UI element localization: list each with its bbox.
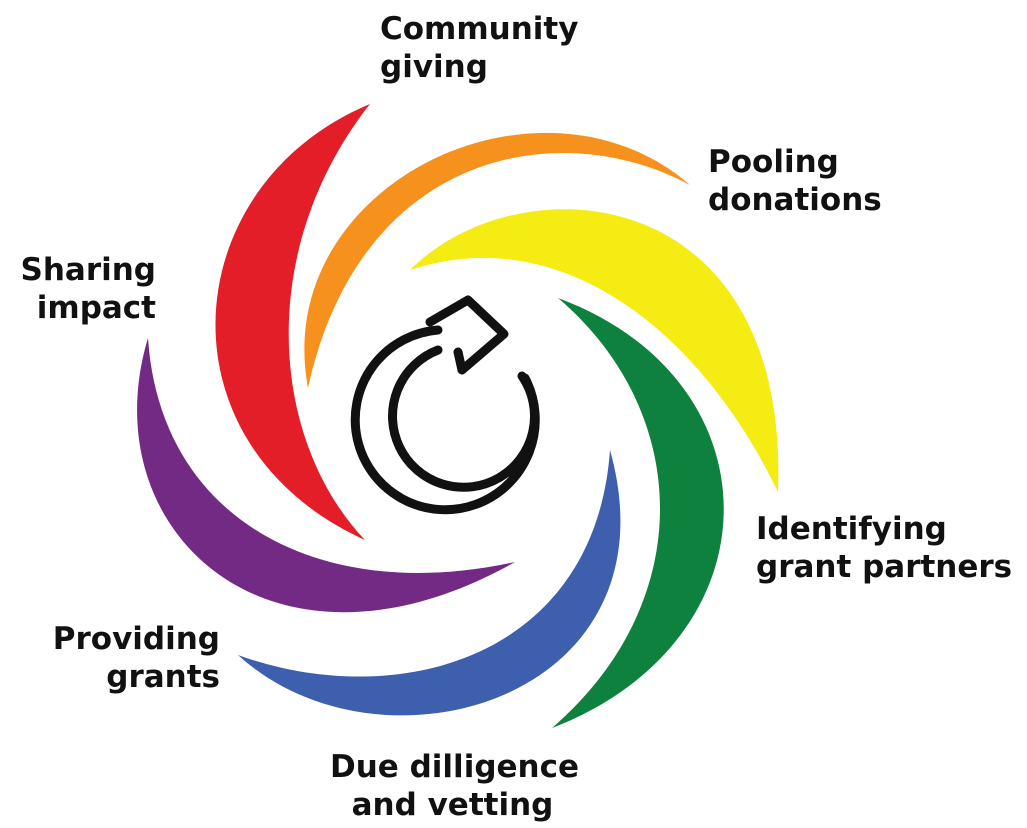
label-sharing-impact: Sharing impact: [20, 251, 157, 327]
label-community-giving-line1: Community: [380, 11, 579, 47]
blade-community-giving: [304, 132, 690, 388]
blade-identifying-grant-partners: [552, 298, 724, 728]
label-community-giving-line2: giving: [380, 49, 488, 85]
blade-due-diligence: [238, 450, 621, 716]
label-providing-grants-line2: grants: [106, 659, 220, 695]
label-community-giving: Community giving: [380, 10, 578, 86]
label-due-diligence-line2: and vetting: [351, 787, 554, 823]
label-due-diligence: Due dilligence and vetting: [330, 748, 579, 824]
blade-pooling-donations: [410, 209, 779, 492]
label-sharing-impact-line2: impact: [36, 290, 156, 326]
refresh-cycle-icon: [350, 295, 540, 515]
label-identifying-grant-partners-line1: Identifying: [756, 511, 947, 547]
label-pooling-donations-line1: Pooling: [708, 144, 839, 180]
label-due-diligence-line1: Due dilligence: [330, 749, 579, 785]
label-pooling-donations-line2: donations: [708, 182, 882, 218]
label-pooling-donations: Pooling donations: [708, 143, 882, 219]
label-identifying-grant-partners: Identifying grant partners: [756, 510, 1012, 586]
blade-sharing-impact: [215, 104, 370, 540]
blade-providing-grants: [137, 338, 515, 613]
label-providing-grants: Providing grants: [40, 620, 220, 696]
label-identifying-grant-partners-line2: grant partners: [756, 549, 1013, 585]
label-sharing-impact-line1: Sharing: [20, 252, 157, 288]
label-providing-grants-line1: Providing: [52, 621, 220, 657]
